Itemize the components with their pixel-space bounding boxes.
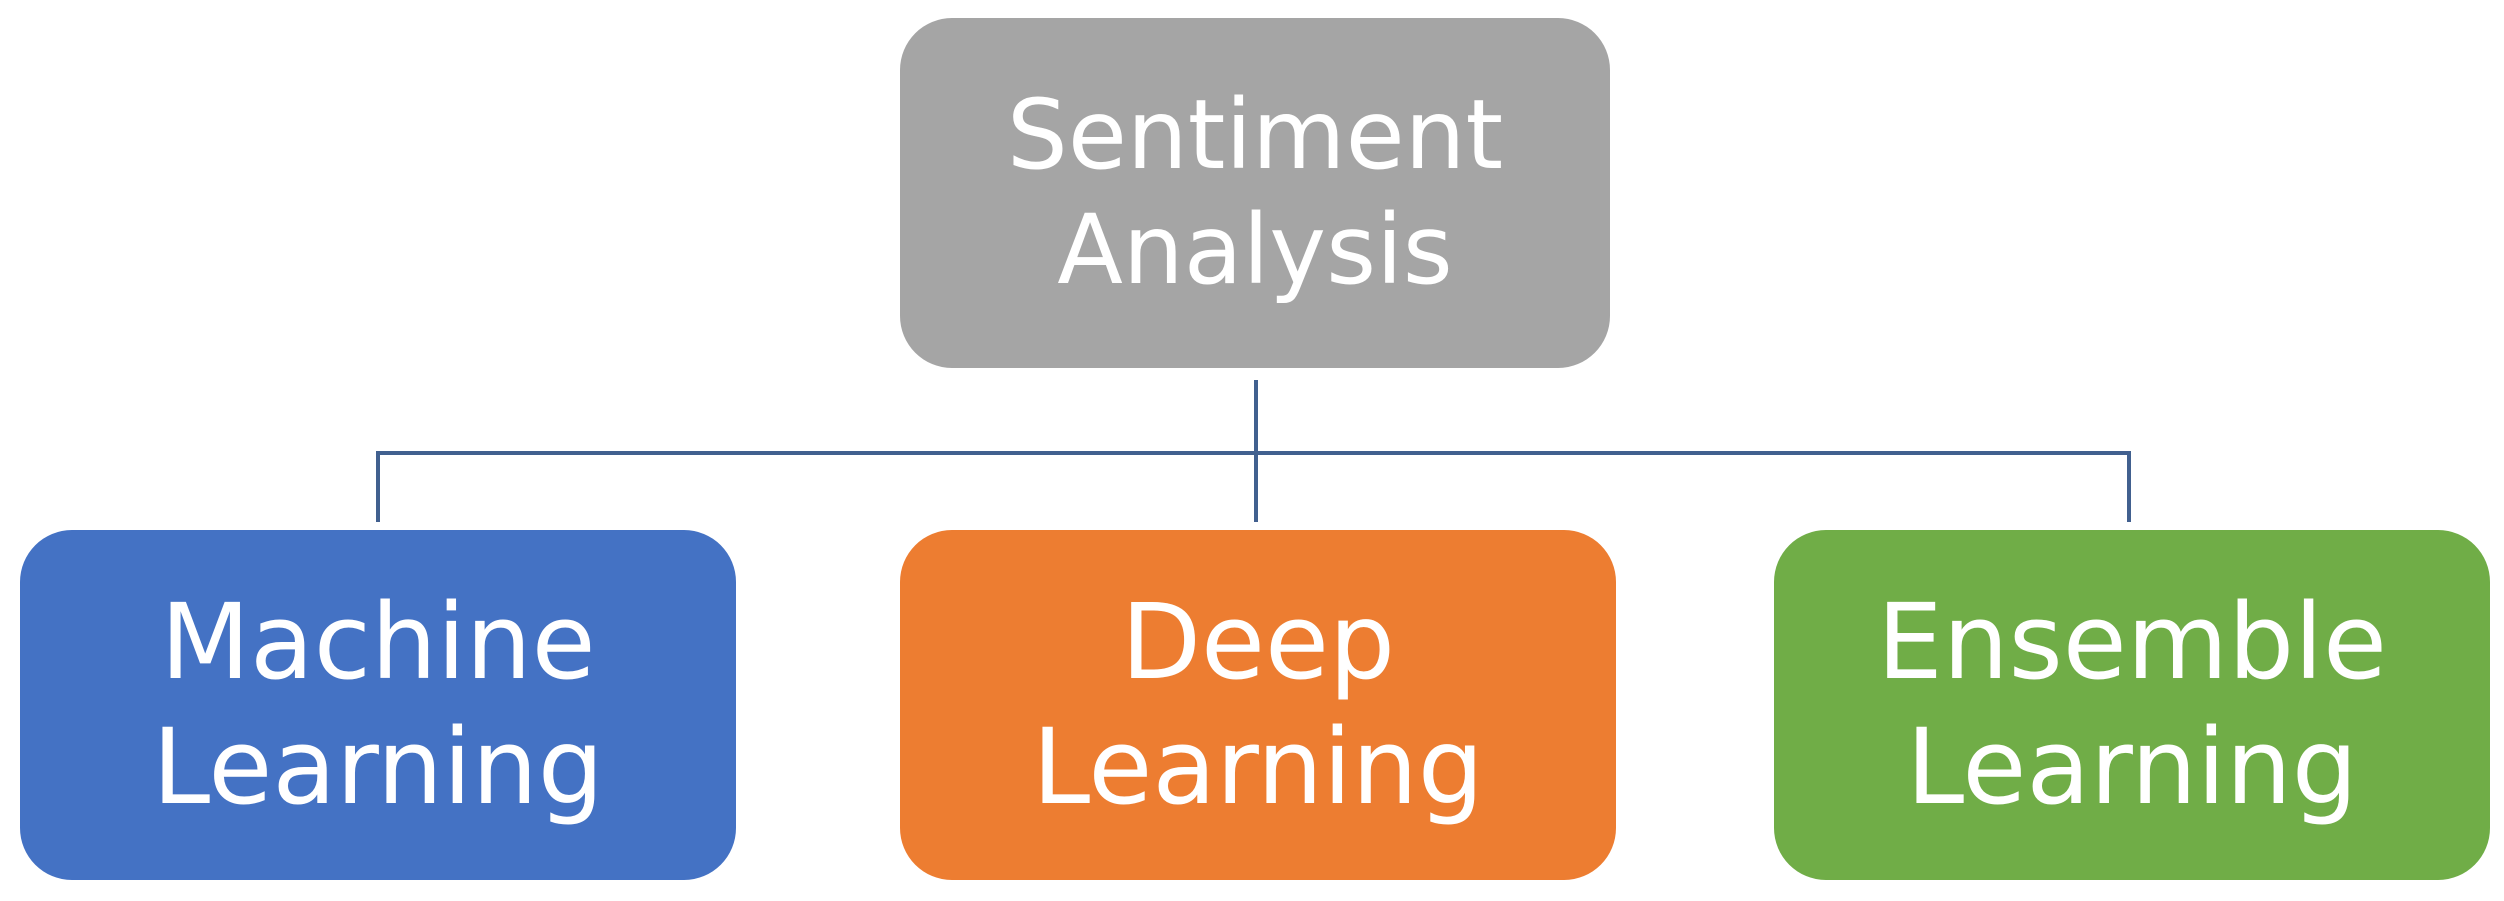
child-node-deep-learning: Deep Learning bbox=[900, 530, 1616, 880]
child-node-line2: Learning bbox=[1906, 706, 2358, 828]
child-node-line2: Learning bbox=[1032, 706, 1484, 828]
root-node-line1: Sentiment bbox=[1006, 78, 1504, 191]
child-node-line1: Ensemble bbox=[1877, 581, 2387, 704]
root-node-line2: Analysis bbox=[1057, 194, 1453, 306]
child-node-line1: Machine bbox=[160, 581, 596, 704]
child-node-line2: Learning bbox=[152, 706, 604, 828]
root-node-sentiment-analysis: Sentiment Analysis bbox=[900, 18, 1610, 368]
child-node-ensemble-learning: Ensemble Learning bbox=[1774, 530, 2490, 880]
child-node-machine-learning: Machine Learning bbox=[20, 530, 736, 880]
child-node-line1: Deep bbox=[1120, 581, 1396, 704]
